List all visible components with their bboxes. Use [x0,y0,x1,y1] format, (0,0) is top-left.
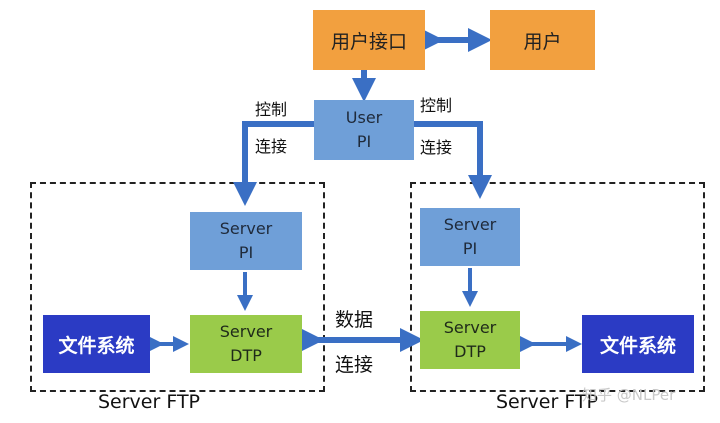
server-dtp-right-box: Server DTP [420,311,520,369]
user-pi-box: User PI [314,100,414,160]
file-system-right-box: 文件系统 [582,315,694,373]
server-dtp-right-line2: DTP [454,342,486,361]
server-ftp-left-caption: Server FTP [98,391,201,413]
watermark: 知乎 @NLPer [582,386,676,404]
server-dtp-left-line2: DTP [230,346,262,365]
user-interface-label: 用户接口 [330,30,407,53]
left-control-arrow [233,121,314,206]
right-control-label-1: 控制 [420,96,453,115]
server-ftp-left-frame [30,182,325,392]
left-control-label-1: 控制 [255,100,288,119]
server-pi-right-line1: Server [443,215,497,234]
server-dtp-right-line1: Server [443,318,497,337]
user-box: 用户 [490,10,595,70]
server-pi-right-box: Server PI [420,208,520,266]
user-pi-line2: PI [356,132,372,151]
right-control-arrow [414,121,492,199]
user-interface-box: 用户接口 [313,10,425,70]
data-connection-label-1: 数据 [335,309,374,331]
user-label: 用户 [523,30,562,53]
user-pi-line1: User [345,108,383,127]
file-system-left-box: 文件系统 [43,315,150,373]
file-system-right-label: 文件系统 [599,334,676,357]
right-control-label-2: 连接 [420,138,453,157]
data-connection-label-2: 连接 [335,354,374,376]
server-pi-left-line1: Server [219,219,273,238]
left-control-label-2: 连接 [255,137,288,156]
file-system-left-label: 文件系统 [58,334,135,357]
server-ftp-right-caption: Server FTP [496,391,599,413]
server-pi-left-line2: PI [238,243,254,262]
server-pi-left-box: Server PI [190,212,302,270]
server-dtp-left-line1: Server [219,322,273,341]
server-dtp-left-box: Server DTP [190,315,302,373]
server-ftp-right-frame [410,182,705,392]
server-pi-right-line2: PI [462,239,478,258]
